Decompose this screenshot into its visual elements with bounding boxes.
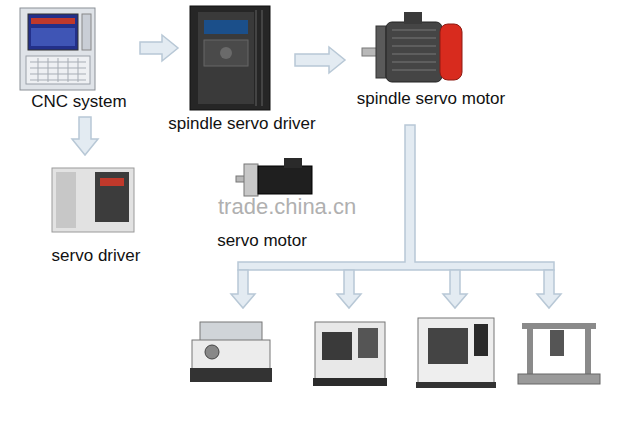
cnc-screen (28, 14, 78, 50)
watermark: trade.china.cn (218, 195, 356, 219)
turning-center-picture (313, 322, 387, 386)
servo-flange (244, 164, 258, 196)
branch-arrow (231, 270, 255, 308)
lathe-guard (200, 322, 262, 342)
cnc-housing (20, 8, 95, 90)
component-node: spindle servo driver (178, 3, 295, 113)
spindle-motor-picture (362, 12, 462, 82)
vmc-housing (418, 318, 494, 384)
servo-connector (284, 158, 302, 168)
gantry-head (550, 330, 564, 356)
turning-panel (358, 328, 378, 358)
servo-body (258, 166, 312, 194)
cnc-side-keys (82, 14, 91, 50)
gantry-bed (518, 374, 600, 384)
vmc-panel (474, 324, 488, 356)
motor-flange (376, 26, 386, 78)
lathe-base (190, 368, 272, 382)
cnc-keys (30, 58, 86, 82)
spindle-driver-picture (190, 6, 270, 110)
branch-arrow (443, 270, 467, 308)
component-node: CNC system (15, 5, 140, 117)
machining-center-picture (416, 318, 496, 388)
cnc-panel (20, 8, 95, 90)
motor-ribs (392, 30, 436, 70)
lathe-bed (192, 340, 270, 370)
servo-driver-housing (52, 168, 134, 232)
turning-window (322, 332, 352, 360)
component-label: spindle servo motor (357, 89, 505, 109)
flow-arrow (72, 117, 98, 155)
driver-fins (256, 10, 262, 106)
vmc-window (428, 328, 468, 364)
driver-display (204, 20, 248, 34)
driver-housing (190, 6, 270, 110)
servo-driver-front (95, 172, 129, 222)
driver-keypad (204, 40, 248, 66)
lathe-picture (190, 322, 272, 382)
motor-body (386, 22, 442, 82)
branch-arrow (537, 270, 561, 308)
servo-driver-side (56, 172, 76, 228)
motor-terminal (404, 12, 422, 24)
servo-driver-display (100, 178, 124, 186)
component-node: spindle servo motor (345, 15, 470, 88)
cnc-screen-content (31, 28, 75, 46)
gantry-frame (522, 326, 596, 376)
cnc-screen-bar (31, 18, 75, 24)
component-node: servo driver (45, 155, 150, 237)
vmc-base (416, 382, 496, 388)
turning-base (313, 378, 387, 386)
flow-arrow (295, 47, 345, 73)
component-label: servo motor (217, 231, 307, 251)
component-label: CNC system (31, 92, 126, 112)
component-label: servo driver (52, 246, 141, 266)
driver-front (198, 12, 254, 104)
gantry-machine-picture (518, 326, 600, 384)
servo-motor-picture (236, 158, 312, 196)
servo-driver-picture (52, 168, 134, 232)
driver-knob (220, 47, 232, 59)
lathe-chuck (205, 345, 219, 359)
component-label: spindle servo driver (168, 114, 315, 134)
motor-fan-cap (440, 24, 462, 80)
cnc-keypad (26, 56, 90, 84)
turning-housing (315, 322, 385, 380)
flow-arrow (140, 35, 178, 61)
branch-arrow (337, 270, 361, 308)
